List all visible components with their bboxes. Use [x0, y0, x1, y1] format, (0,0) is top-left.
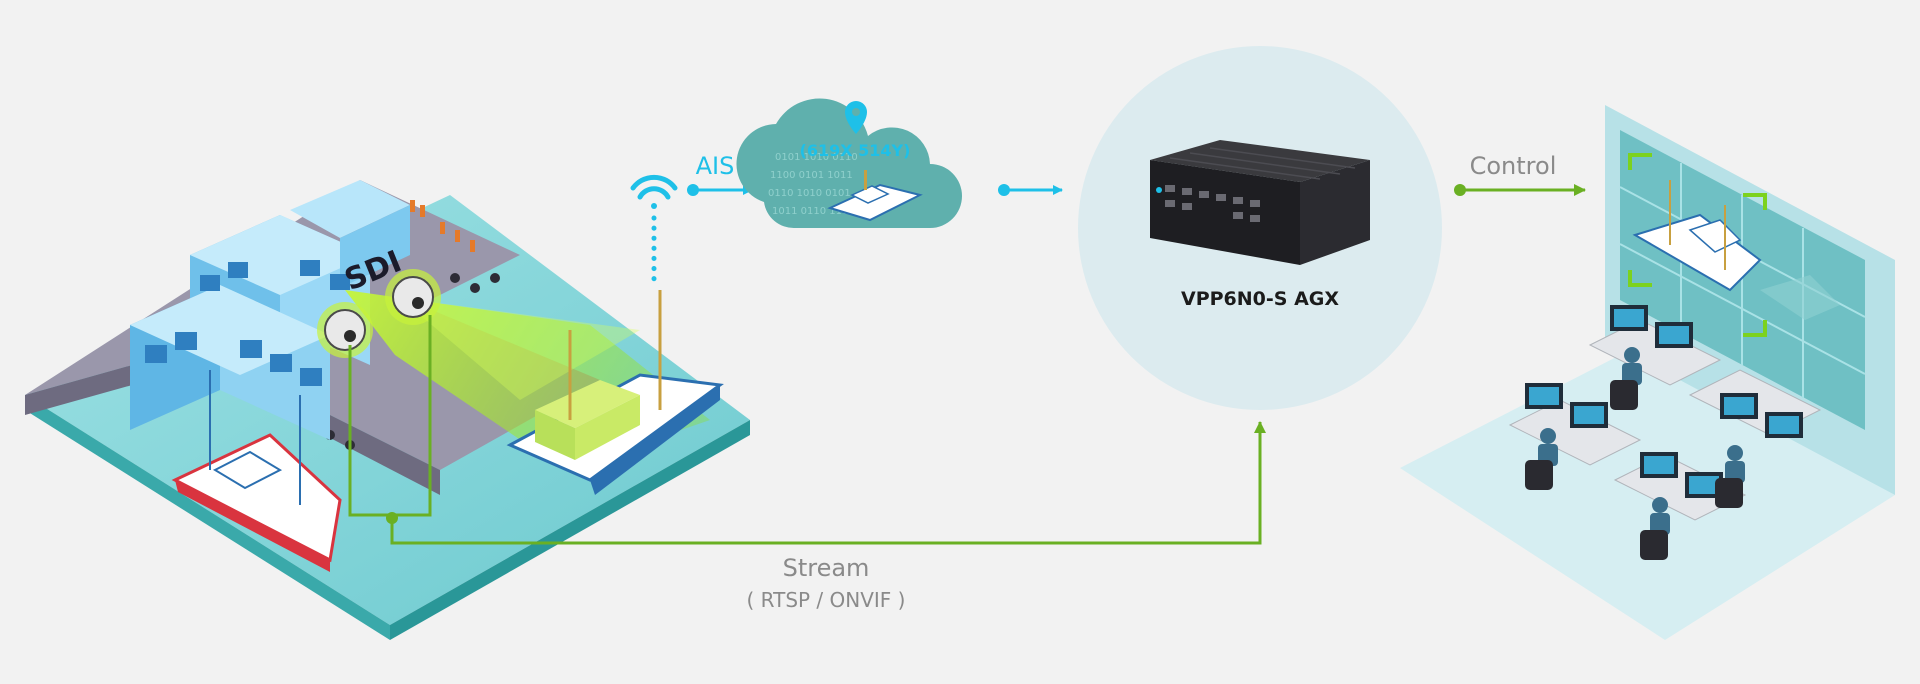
edge-computer-icon [1150, 140, 1370, 265]
docked-fishing-boat [171, 370, 342, 572]
control-label: Control [1470, 152, 1557, 180]
video-wall-icon [1619, 130, 1866, 430]
cloud-ship [827, 170, 923, 222]
svg-text:1011 0110 1100: 1011 0110 1100 [772, 206, 855, 217]
device-name: VPP6N0-S AGX [1181, 288, 1339, 310]
water-edge-right [390, 420, 750, 640]
dock-workers [410, 200, 475, 252]
dome-camera-icon [317, 302, 373, 358]
edge-device: VPP6N0-S AGX [1078, 46, 1442, 410]
camera-field-of-view-2 [400, 298, 640, 400]
cloud-to-device-connection [998, 184, 1063, 196]
stream-line-camera-2 [392, 315, 432, 517]
svg-text:0110 1010 0101: 0110 1010 0101 [768, 188, 851, 199]
pier-side [25, 360, 150, 415]
ais-label: AIS [696, 152, 735, 180]
dome-camera-icon [385, 269, 441, 325]
stream-junction-dot [386, 512, 398, 524]
stream-label: Stream [783, 554, 870, 582]
svg-text:1100 0101 1011: 1100 0101 1011 [770, 170, 853, 181]
location-pin-icon [845, 101, 867, 134]
harbor-building: SDI [130, 180, 410, 440]
control-room [1400, 105, 1895, 640]
stream-connection: Stream ( RTSP / ONVIF ) [348, 315, 1266, 612]
ais-connection: AIS [687, 152, 753, 196]
water-edge-left [25, 395, 390, 640]
operator-desk-icon [1508, 305, 1822, 560]
harbor-scene: SDI [25, 174, 750, 640]
stream-line-to-device [390, 421, 1266, 545]
binary-pattern: 0101 1010 0110 1100 0101 1011 0110 1010 … [768, 152, 858, 217]
wifi-icon [630, 174, 678, 209]
detected-fishing-boat [506, 290, 724, 495]
svg-text:0101 1010 0110: 0101 1010 0110 [775, 152, 858, 163]
cloud-icon: 0101 1010 0110 1100 0101 1011 0110 1010 … [736, 98, 962, 229]
control-connection: Control [1454, 152, 1586, 196]
ais-coordinates: (619X 514Y) [800, 141, 911, 160]
stream-protocols-label: ( RTSP / ONVIF ) [747, 588, 906, 612]
stream-line-camera-1 [348, 345, 392, 517]
